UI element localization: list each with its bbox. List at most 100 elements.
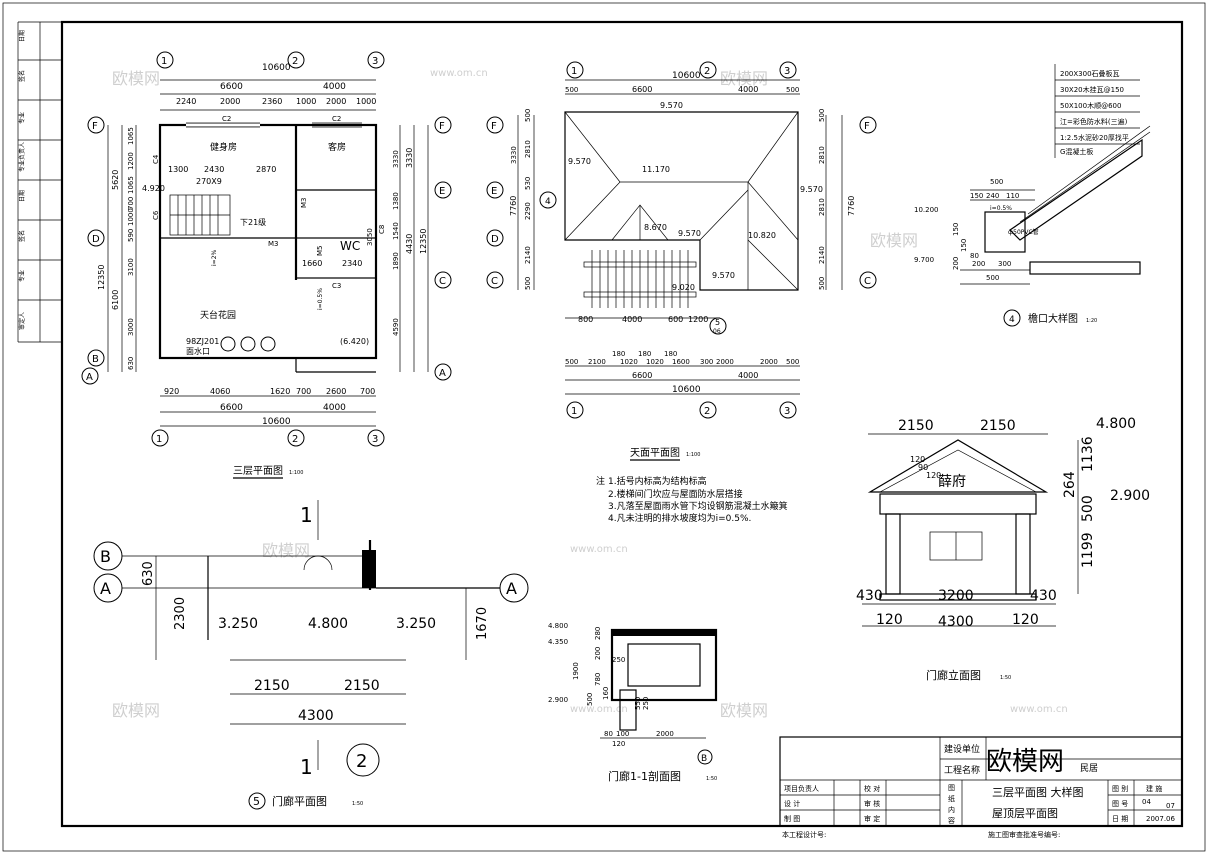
tb-drawing-cat-value: 建 施 <box>1146 784 1162 793</box>
watermark-url: www.om.cn <box>1010 704 1068 715</box>
dim-left-2: 1200 <box>127 152 135 170</box>
tb-drawing-no-value: 04 <box>1142 798 1151 806</box>
eave-dim-top-2: 150 <box>970 192 983 200</box>
dim-bottom-4: 700 <box>296 387 311 396</box>
tb-content-4: 容 <box>948 816 955 825</box>
dim-3050: 3050 <box>366 228 374 246</box>
eave-scale: 1:20 <box>1086 318 1097 324</box>
tb-project-value: 民居 <box>1080 763 1098 774</box>
roof-elev-2: 9.570 <box>568 157 591 166</box>
ref-outlet: 面水口 <box>186 346 210 356</box>
stair-label: 下21级 <box>240 217 266 227</box>
porch-elev-2: 4.800 <box>308 616 348 632</box>
roof-dim-top-1: 500 <box>565 86 578 94</box>
dim-bottom-6600: 6600 <box>220 403 243 413</box>
section-inner-250a: 250 <box>612 656 625 664</box>
porch-axis-A-left: A <box>100 579 111 598</box>
dim-2870: 2870 <box>256 165 276 174</box>
dim-bottom-4000: 4000 <box>323 403 346 413</box>
porch-dim-2150a: 2150 <box>254 678 290 694</box>
tb-content-2: 纸 <box>948 794 955 803</box>
margin-text-2: 签名 <box>18 70 26 82</box>
roof-axis-1-bottom: 1 <box>571 406 577 417</box>
roof-callout-5: 5 <box>715 318 720 327</box>
ref-98zj201: 98ZJ201 <box>186 337 219 346</box>
porch-elev-1: 3.250 <box>218 616 258 632</box>
dim-left-5620: 5620 <box>111 170 120 190</box>
dim-left-overall: 12350 <box>97 265 106 290</box>
elev-level-1: 4.800 <box>1096 416 1136 432</box>
roof-dim-right-5: 500 <box>818 277 826 290</box>
dim-sub-6: 1000 <box>356 97 376 106</box>
tb-logo: 欧模网 <box>986 747 1064 777</box>
roof-dim-right-2: 2810 <box>818 146 826 164</box>
third-floor-plan: 1 2 3 1 2 3 F D B A F E C A 10600 6600 <box>81 51 452 479</box>
eave-dim-top-3: 240 <box>986 192 999 200</box>
eave-slope: i=0.5% <box>990 205 1012 212</box>
dim-bottom-1: 920 <box>164 387 179 396</box>
dim-sub-5: 2000 <box>326 97 346 106</box>
dim-sub-2: 2000 <box>220 97 240 106</box>
elev-dim-4300: 4300 <box>938 614 974 630</box>
tb-check-1: 校 对 <box>864 784 880 793</box>
eave-dim-side-3: 200 <box>952 257 960 270</box>
roof-dim-b1-2: 4000 <box>622 315 642 324</box>
elev-dim-3200: 3200 <box>938 588 974 604</box>
roof-scale: 1:100 <box>686 452 700 458</box>
dim-1660: 1660 <box>302 259 322 268</box>
elev-dim-430a: 430 <box>856 588 883 604</box>
margin-text-7: 专业 <box>18 270 26 282</box>
tb-project-label: 工程名称 <box>944 764 980 776</box>
watermark-url: www.om.cn <box>430 68 488 79</box>
eave-callout: 4 <box>1009 315 1015 325</box>
door-m3b: M3 <box>268 240 279 248</box>
section-title: 门廊1-1剖面图 <box>608 769 681 783</box>
roof-dim-left-7: 500 <box>524 277 532 290</box>
tb-check-2: 审 核 <box>864 799 880 808</box>
roof-elev-7: 10.820 <box>748 231 776 240</box>
section-dim-1900: 1900 <box>572 662 580 680</box>
roof-dim-b2-7: 180 <box>664 350 677 358</box>
porch-dim-2150b: 2150 <box>344 678 380 694</box>
dim-left-4: 700 <box>127 197 135 210</box>
porch-dim-630: 630 <box>141 561 156 586</box>
axis-2-bottom: 2 <box>292 434 298 445</box>
watermark-logo: 欧模网 <box>262 541 310 560</box>
general-notes: 注 1.括号内标高为结构标高 2.楼梯间门坎应与屋面防水层搭接 3.凡落至屋面雨… <box>596 475 788 524</box>
dim-right-3330: 3330 <box>405 148 414 168</box>
tb-content-3: 内 <box>948 805 955 814</box>
dim-right-overall: 12350 <box>419 229 428 254</box>
porch-axis-B: B <box>100 547 111 566</box>
eave-detail: 200X300石叠板瓦 30X20木挂瓦@150 50X100木顺@600 江=… <box>914 64 1151 327</box>
axis-3-top: 3 <box>372 56 378 67</box>
roof-dim-right-4: 2140 <box>818 246 826 264</box>
room-wc: WC <box>340 239 360 253</box>
roof-dim-top-3: 4000 <box>738 85 758 94</box>
roof-dim-b2-11: 2000 <box>760 358 778 366</box>
tb-date-value: 2007.06 <box>1146 815 1175 823</box>
roof-dim-b2-5: 180 <box>638 350 651 358</box>
roof-elev-4: 9.570 <box>800 185 823 194</box>
roof-dim-b2-12: 500 <box>786 358 799 366</box>
porch-dim-1670: 1670 <box>475 607 490 640</box>
room-guest: 客房 <box>328 141 346 153</box>
notes-lead: 注 <box>596 475 605 487</box>
elev-dim-430b: 430 <box>1030 588 1057 604</box>
roof-dim-b2-4: 1020 <box>620 358 638 366</box>
dim-bottom-2: 4060 <box>210 387 230 396</box>
roof-elev-5: 8.670 <box>644 223 667 232</box>
watermark-logo: 欧模网 <box>720 69 768 88</box>
tb-drawing-cat: 图 别 <box>1112 784 1128 793</box>
margin-text-6: 签名 <box>18 230 26 242</box>
dim-bottom-6: 700 <box>360 387 375 396</box>
roof-dim-right-1: 500 <box>818 109 826 122</box>
roof-dim-b2-3: 180 <box>612 350 625 358</box>
roof-dim-b2-9: 300 <box>700 358 713 366</box>
tb-date-label: 日 期 <box>1112 815 1128 823</box>
roof-axis-3-top: 3 <box>784 66 790 77</box>
eave-dim-side-1: 150 <box>952 223 960 236</box>
dim-left-6100: 6100 <box>111 290 120 310</box>
cut-mark-bottom: 1 <box>300 755 313 779</box>
